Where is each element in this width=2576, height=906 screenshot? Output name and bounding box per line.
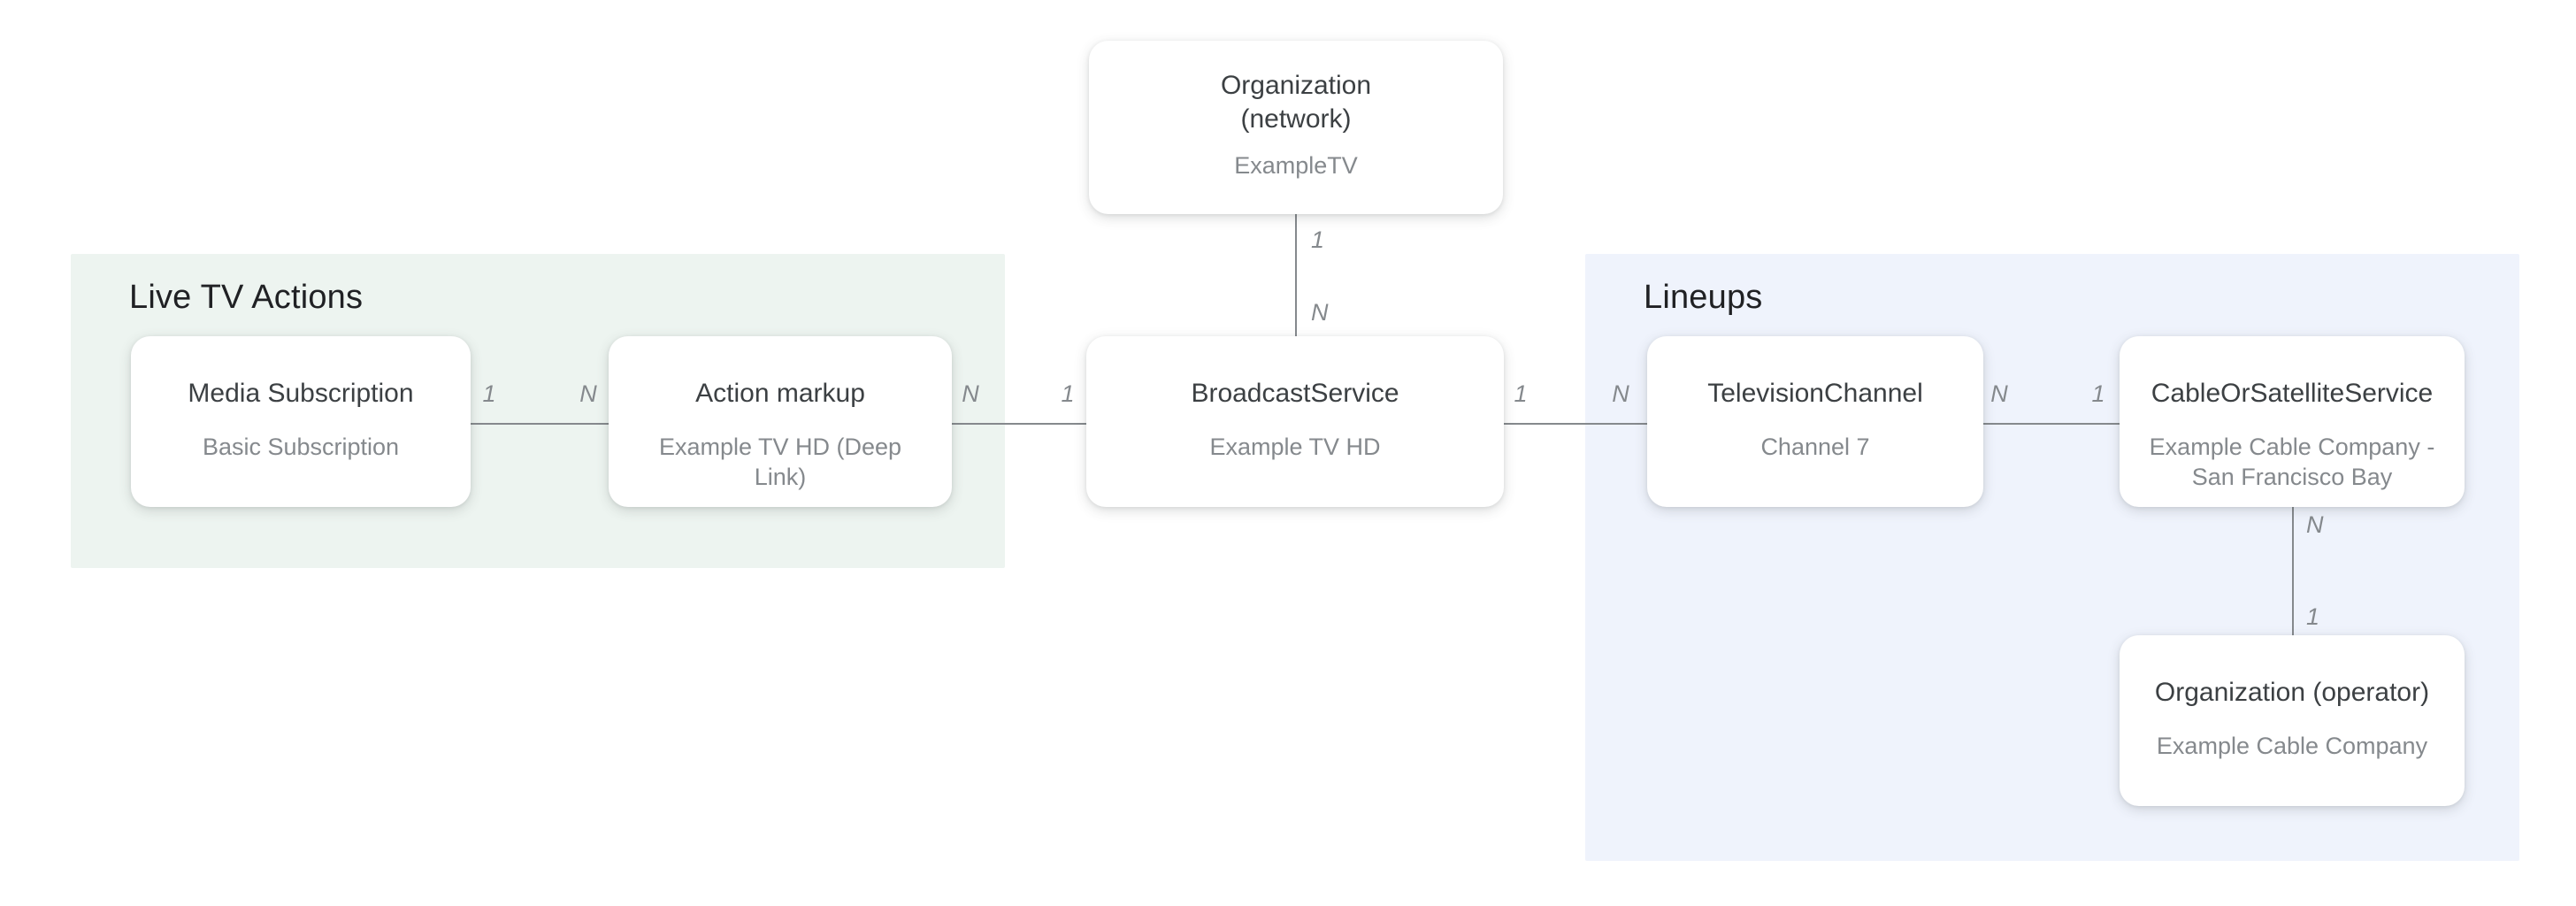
cardinality-label: N (962, 380, 979, 407)
cardinality-label: 1 (2306, 603, 2320, 630)
cardinality-label: N (579, 380, 597, 407)
cardinality-label: N (1311, 299, 1329, 326)
node-organization-network-title: Organization (network) (1220, 71, 1372, 134)
cardinality-label: N (1990, 380, 2008, 407)
edge-cable-service-to-organization-operator (2292, 507, 2294, 635)
node-broadcast-service-title: BroadcastService (1191, 379, 1399, 408)
node-television-channel-subtitle: Channel 7 (1760, 434, 1870, 460)
node-cable-or-satellite-service-subtitle: Example Cable Company - San Francisco Ba… (2149, 434, 2435, 490)
node-cable-or-satellite-service: CableOrSatelliteService Example Cable Co… (2120, 336, 2465, 507)
cardinality-label: 1 (482, 380, 496, 407)
node-action-markup-title: Action markup (695, 379, 865, 408)
node-organization-network-subtitle: ExampleTV (1234, 152, 1358, 179)
node-broadcast-service: BroadcastService Example TV HD (1086, 336, 1504, 507)
group-lineups-title: Lineups (1644, 279, 1763, 316)
cardinality-label: 1 (1311, 226, 1325, 253)
cardinality-label: 1 (2091, 380, 2105, 407)
cardinality-label: 1 (1514, 380, 1528, 407)
node-television-channel: TelevisionChannel Channel 7 (1647, 336, 1983, 507)
cardinality-label: N (2306, 511, 2324, 538)
node-media-subscription: Media Subscription Basic Subscription (131, 336, 471, 507)
edge-organization-network-to-broadcast-service (1295, 214, 1297, 336)
group-live-tv-actions-title: Live TV Actions (129, 279, 364, 316)
node-action-markup-subtitle: Example TV HD (Deep Link) (658, 434, 902, 490)
node-media-subscription-subtitle: Basic Subscription (202, 434, 400, 460)
edge-broadcast-service-to-television-channel (1504, 423, 1647, 425)
cardinality-label: N (1612, 380, 1629, 407)
node-organization-network: Organization (network) ExampleTV (1089, 41, 1503, 214)
cardinality-label: 1 (1061, 380, 1075, 407)
node-broadcast-service-subtitle: Example TV HD (1209, 434, 1381, 460)
edge-action-markup-to-broadcast-service (952, 423, 1086, 425)
node-organization-operator-title: Organization (operator) (2154, 678, 2430, 707)
node-organization-operator-subtitle: Example Cable Company (2156, 733, 2428, 759)
node-action-markup: Action markup Example TV HD (Deep Link) (609, 336, 952, 507)
node-organization-operator: Organization (operator) Example Cable Co… (2120, 635, 2465, 806)
edge-media-subscription-to-action-markup (471, 423, 609, 425)
node-cable-or-satellite-service-title: CableOrSatelliteService (2150, 379, 2434, 408)
node-television-channel-title: TelevisionChannel (1707, 379, 1923, 408)
edge-television-channel-to-cable-service (1983, 423, 2120, 425)
node-media-subscription-title: Media Subscription (188, 379, 414, 408)
